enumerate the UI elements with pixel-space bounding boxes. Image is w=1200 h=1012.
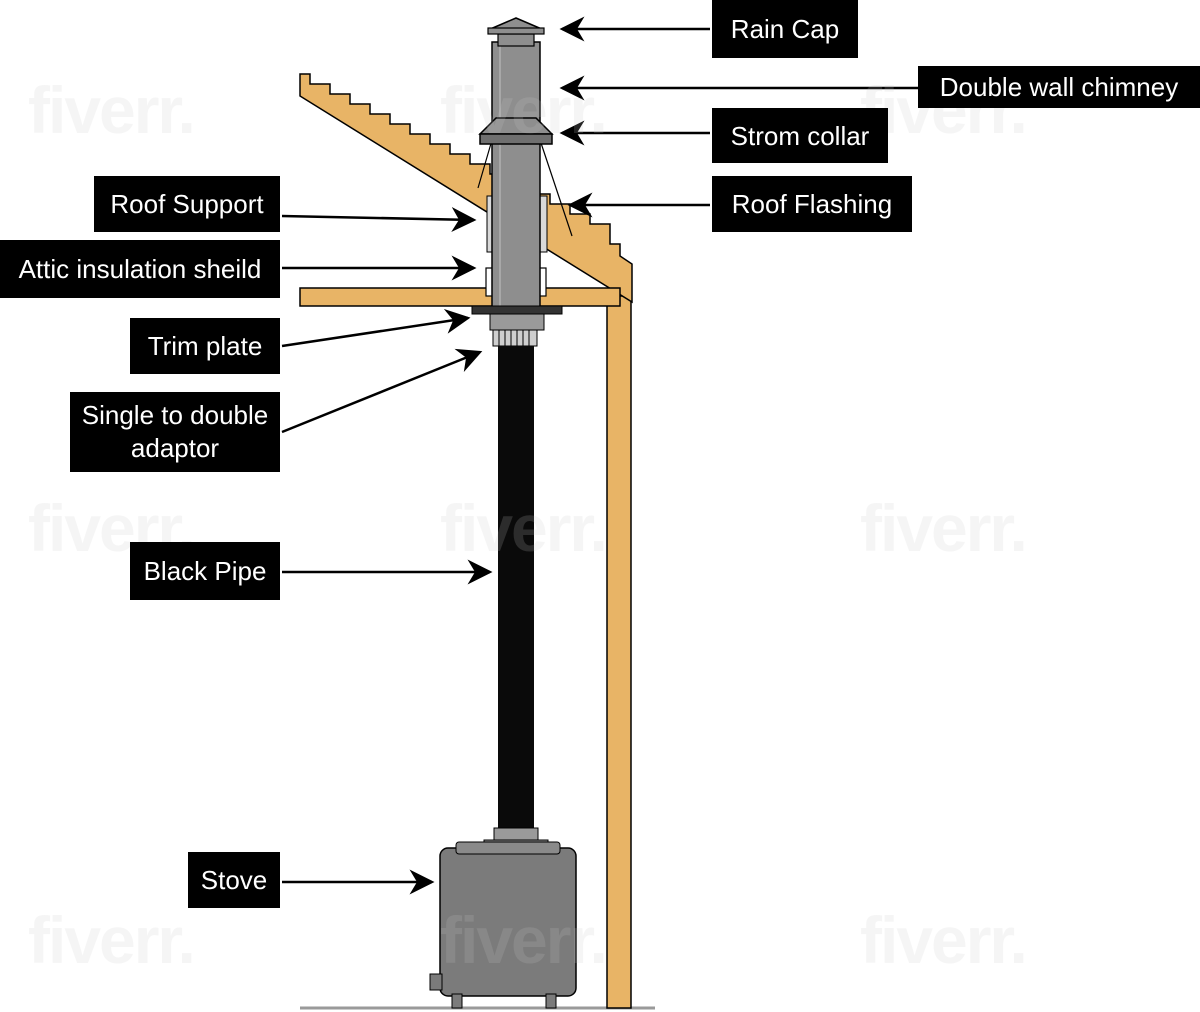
single-double-adaptor [492, 329, 538, 347]
label-double-wall-chimney: Double wall chimney [918, 66, 1200, 108]
label-adaptor: Single to double adaptor [70, 392, 280, 472]
wall-post [606, 295, 632, 1009]
label-attic-insulation-shield: Attic insulation sheild [0, 240, 280, 298]
ceiling-joist [299, 287, 621, 307]
arrow-roof-support [281, 207, 477, 233]
label-rain-cap: Rain Cap [712, 0, 858, 58]
roof-rafter [299, 73, 633, 304]
label-roof-support: Roof Support [94, 176, 280, 232]
trim-plate [471, 305, 563, 315]
label-stove: Stove [188, 852, 280, 908]
rain-cap-stem [497, 33, 535, 47]
arrow-trim-plate [281, 308, 471, 348]
roof-flashing [477, 139, 493, 189]
label-adaptor-line2: adaptor [130, 433, 220, 463]
label-trim-plate: Trim plate [130, 318, 280, 374]
label-storm-collar: Strom collar [712, 108, 888, 163]
label-black-pipe: Black Pipe [130, 542, 280, 600]
black-pipe [498, 346, 534, 830]
arrow-adaptor [281, 348, 483, 434]
storm-collar [478, 117, 554, 135]
label-adaptor-line1: Single to double [81, 400, 269, 430]
label-roof-flashing: Roof Flashing [712, 176, 912, 232]
stove-body [429, 841, 577, 1009]
